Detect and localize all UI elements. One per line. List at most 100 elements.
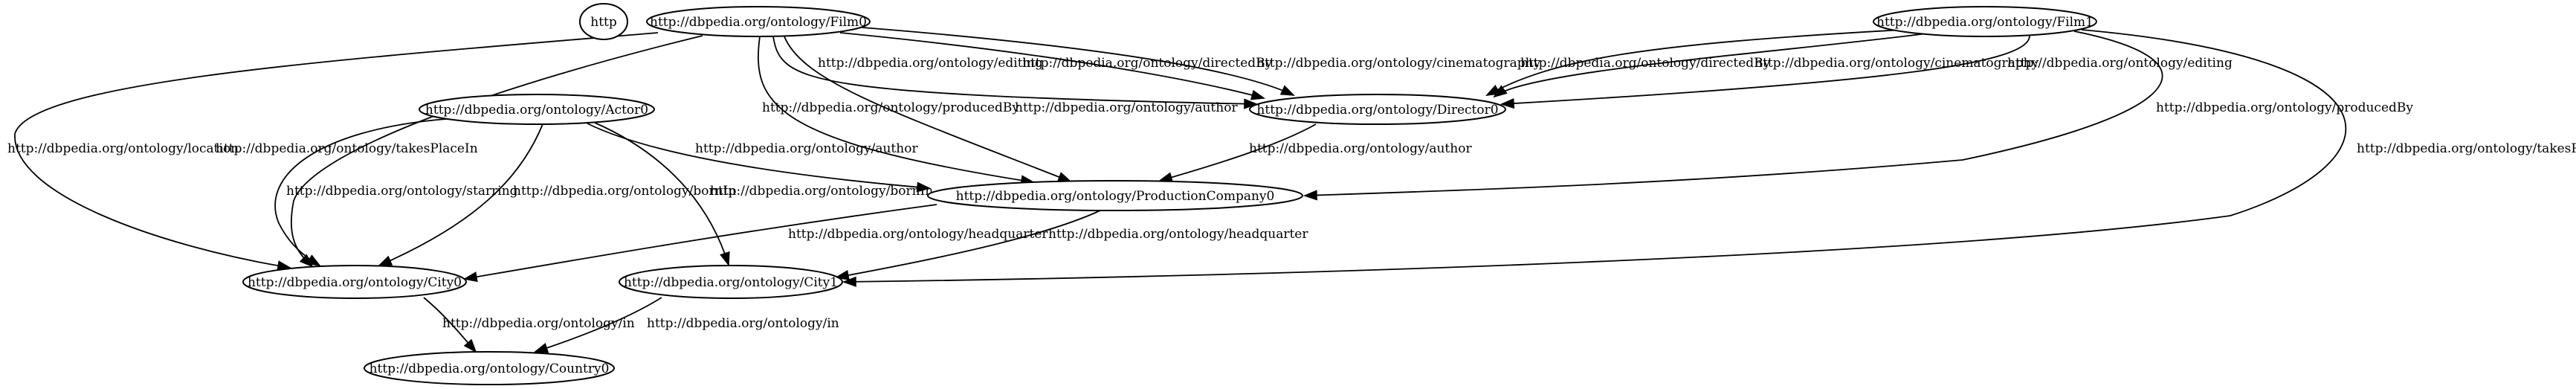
arrowhead-icon [1279, 85, 1295, 96]
arrowhead-icon [842, 276, 856, 287]
node-ellipse [646, 6, 871, 37]
edge-label: http://dbpedia.org/ontology/headquarter [788, 227, 1048, 242]
node-label: http://dbpedia.org/ontology/City1 [624, 275, 838, 290]
edge-label: http://dbpedia.org/ontology/editing [818, 56, 1043, 71]
edge-line [1159, 123, 1317, 181]
edge-film0-to-city0: http://dbpedia.org/ontology/location [7, 32, 659, 271]
arrowhead-icon [306, 254, 321, 267]
node-label: http://dbpedia.org/ontology/Director0 [1256, 103, 1498, 118]
node-director0: http://dbpedia.org/ontology/Director0 [1249, 94, 1506, 125]
node-ellipse [419, 94, 655, 125]
edge-line [839, 32, 1265, 99]
node-http: http [579, 3, 628, 40]
edge-label: http://dbpedia.org/ontology/location [7, 141, 239, 156]
edge-film0-to-city0: http://dbpedia.org/ontology/takesPlaceIn [216, 35, 703, 268]
arrowhead-icon [1244, 98, 1259, 109]
edge-label: http://dbpedia.org/ontology/in [647, 316, 839, 331]
edge-label: http://dbpedia.org/ontology/directedBy [1520, 56, 1771, 71]
edge-actor0-to-city0: http://dbpedia.org/ontology/starring [274, 118, 518, 267]
edge-label: http://dbpedia.org/ontology/in [442, 316, 635, 331]
node-label: http://dbpedia.org/ontology/Actor0 [425, 103, 648, 118]
edge-director0-to-prodco0: http://dbpedia.org/ontology/author [1158, 123, 1472, 183]
node-prodco0: http://dbpedia.org/ontology/ProductionCo… [927, 180, 1303, 211]
edge-line [1486, 29, 1904, 96]
edge-label: http://dbpedia.org/ontology/producedBy [762, 100, 1019, 115]
node-ellipse [1249, 94, 1506, 125]
node-label: http://dbpedia.org/ontology/ProductionCo… [956, 189, 1275, 204]
node-label: http://dbpedia.org/ontology/Film1 [1876, 15, 2094, 30]
edge-label: http://dbpedia.org/ontology/bornIn [513, 184, 736, 199]
edge-line [378, 123, 543, 266]
edge-label: http://dbpedia.org/ontology/headquarter [1048, 227, 1308, 242]
edge-label: http://dbpedia.org/ontology/takesPlaceIn [216, 141, 478, 156]
node-ellipse [579, 3, 628, 40]
edge-label: http://dbpedia.org/ontology/author [1249, 141, 1472, 156]
node-ellipse [1873, 6, 2097, 37]
edge-label: http://dbpedia.org/ontology/takesPlaceIn [2357, 141, 2576, 156]
edge-label: http://dbpedia.org/ontology/directedBy [1022, 56, 1273, 71]
edge-actor0-to-city1: http://dbpedia.org/ontology/bornIn [594, 122, 933, 267]
edge-prodco0-to-city0: http://dbpedia.org/ontology/headquarter [462, 204, 1048, 283]
arrowhead-icon [1493, 85, 1508, 98]
edge-prodco0-to-city1: http://dbpedia.org/ontology/headquarter [834, 210, 1308, 280]
edge-line [862, 27, 1294, 96]
edge-label: http://dbpedia.org/ontology/author [695, 141, 918, 156]
edge-line [14, 32, 659, 269]
edge-label: http://dbpedia.org/ontology/editing [2007, 56, 2233, 71]
edge-city0-to-country0: http://dbpedia.org/ontology/in [423, 297, 635, 353]
edge-line [594, 122, 729, 266]
arrowhead-icon [463, 338, 477, 353]
edge-city1-to-country0: http://dbpedia.org/ontology/in [533, 297, 839, 353]
arrowhead-icon [462, 271, 478, 283]
node-ellipse [364, 351, 615, 385]
arrowhead-icon [533, 343, 549, 353]
edge-line [291, 35, 703, 267]
edge-line [535, 297, 662, 353]
arrowhead-icon [1250, 89, 1266, 100]
edge-actor0-to-city0: http://dbpedia.org/ontology/bornIn [378, 123, 736, 266]
edge-film0-to-director0: http://dbpedia.org/ontology/editing [772, 36, 1259, 109]
node-city1: http://dbpedia.org/ontology/City1 [619, 265, 843, 299]
node-ellipse [619, 265, 843, 299]
edges-layer: http://dbpedia.org/ontology/locationhttp… [7, 27, 2576, 353]
arrowhead-icon [1302, 190, 1317, 201]
edge-label: http://dbpedia.org/ontology/author [1015, 100, 1238, 115]
edge-label: http://dbpedia.org/ontology/starring [286, 184, 518, 199]
edge-line [1494, 32, 1934, 97]
edge-line [464, 204, 937, 280]
node-actor0: http://dbpedia.org/ontology/Actor0 [419, 94, 655, 125]
edge-label: http://dbpedia.org/ontology/cinematograp… [1256, 56, 1541, 71]
node-film1: http://dbpedia.org/ontology/Film1 [1873, 6, 2097, 37]
arrowhead-icon [720, 251, 730, 267]
edge-line [274, 118, 447, 266]
edge-line [836, 210, 1101, 278]
edge-line [758, 36, 1034, 183]
edge-film1-to-director0: http://dbpedia.org/ontology/editing [1500, 35, 2233, 109]
edge-film1-to-prodco0: http://dbpedia.org/ontology/producedBy [1302, 30, 2413, 201]
edge-line [1304, 30, 2163, 196]
edge-actor0-to-prodco0: http://dbpedia.org/ontology/author [587, 123, 932, 193]
nodes-layer: http http://dbpedia.org/ontology/Film0 htt… [242, 3, 2097, 385]
edge-film1-to-city1: http://dbpedia.org/ontology/takesPlaceIn [842, 29, 2576, 287]
edge-film1-to-director0: http://dbpedia.org/ontology/directedBy [1485, 29, 1904, 96]
node-country0: http://dbpedia.org/ontology/Country0 [364, 351, 615, 385]
node-ellipse [927, 180, 1303, 211]
node-film0: http://dbpedia.org/ontology/Film0 [646, 6, 871, 37]
node-label: http://dbpedia.org/ontology/Film0 [650, 15, 867, 30]
edge-film0-to-prodco0: http://dbpedia.org/ontology/author [784, 36, 1238, 182]
node-label: http://dbpedia.org/ontology/Country0 [369, 361, 610, 376]
edge-label: http://dbpedia.org/ontology/cinematograp… [1755, 56, 2039, 71]
arrowhead-icon [916, 181, 932, 193]
node-label: http [590, 15, 617, 30]
edge-line [843, 29, 2347, 283]
node-label: http://dbpedia.org/ontology/City0 [248, 275, 462, 290]
arrowhead-icon [1056, 172, 1072, 182]
node-ellipse [242, 265, 467, 299]
edge-line [772, 36, 1257, 105]
arrowhead-icon [1500, 97, 1515, 109]
arrowhead-icon [378, 255, 393, 266]
edge-line [1501, 35, 2030, 105]
edge-label: http://dbpedia.org/ontology/producedBy [2156, 100, 2413, 115]
edge-film0-to-director0: http://dbpedia.org/ontology/cinematograp… [862, 27, 1541, 96]
